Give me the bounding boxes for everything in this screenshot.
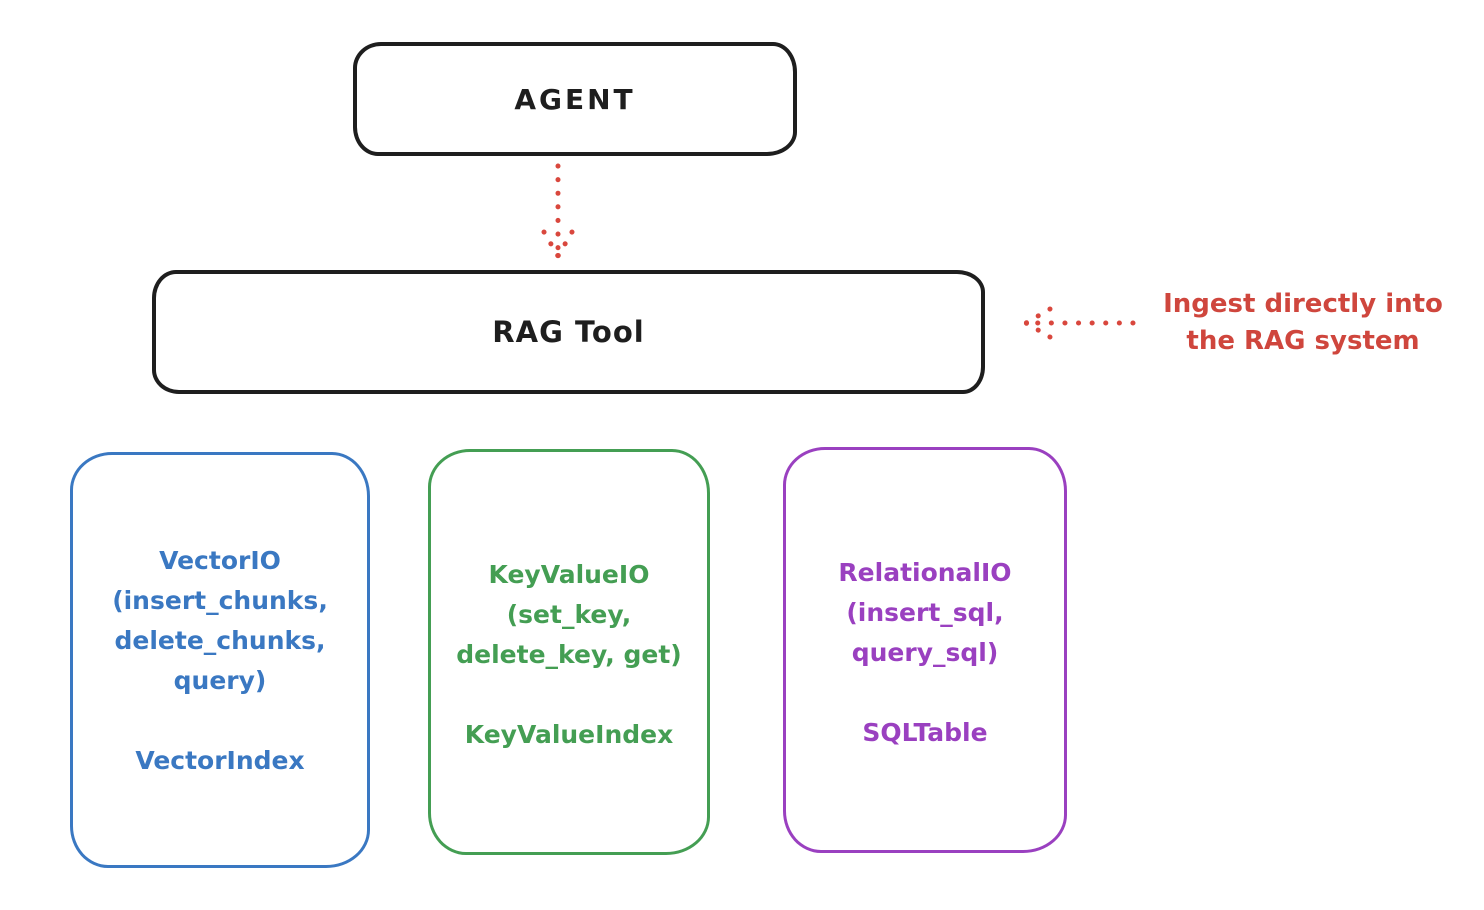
vector-io-title: VectorIO	[159, 546, 281, 575]
relational-io-methods-line1: (insert_sql,	[846, 598, 1004, 627]
relational-io-methods-line2: query_sql)	[851, 638, 999, 667]
key-value-io-title: KeyValueIO	[488, 560, 650, 589]
sql-table-label: SQLTable	[862, 718, 988, 747]
key-value-io-methods-line1: (set_key,	[506, 600, 632, 629]
relational-io-title: RelationalIO	[838, 558, 1012, 587]
rag-tool-box: RAG Tool	[152, 270, 985, 394]
arrow-ingest-into-rag	[1023, 306, 1136, 340]
rag-tool-label: RAG Tool	[492, 315, 645, 349]
ingest-annotation-line2: the RAG system	[1186, 326, 1420, 356]
spacer	[431, 675, 707, 715]
vector-index-label: VectorIndex	[135, 746, 305, 775]
arrow-agent-to-rag-tool	[541, 163, 575, 259]
vector-io-methods-line1: (insert_chunks,	[112, 586, 328, 615]
vector-io-methods-line2: delete_chunks,	[114, 626, 326, 655]
agent-label: AGENT	[514, 82, 636, 116]
agent-box: AGENT	[353, 42, 797, 156]
spacer	[73, 701, 367, 741]
vector-io-methods-line3: query)	[173, 666, 267, 695]
spacer	[786, 673, 1064, 713]
key-value-io-box: KeyValueIO (set_key, delete_key, get) Ke…	[428, 449, 710, 855]
relational-io-box: RelationalIO (insert_sql, query_sql) SQL…	[783, 447, 1067, 853]
ingest-annotation-line1: Ingest directly into	[1163, 289, 1443, 319]
key-value-io-methods-line2: delete_key, get)	[456, 640, 682, 669]
key-value-index-label: KeyValueIndex	[464, 720, 674, 749]
ingest-annotation: Ingest directly into the RAG system	[1128, 286, 1478, 360]
vector-io-box: VectorIO (insert_chunks, delete_chunks, …	[70, 452, 370, 868]
